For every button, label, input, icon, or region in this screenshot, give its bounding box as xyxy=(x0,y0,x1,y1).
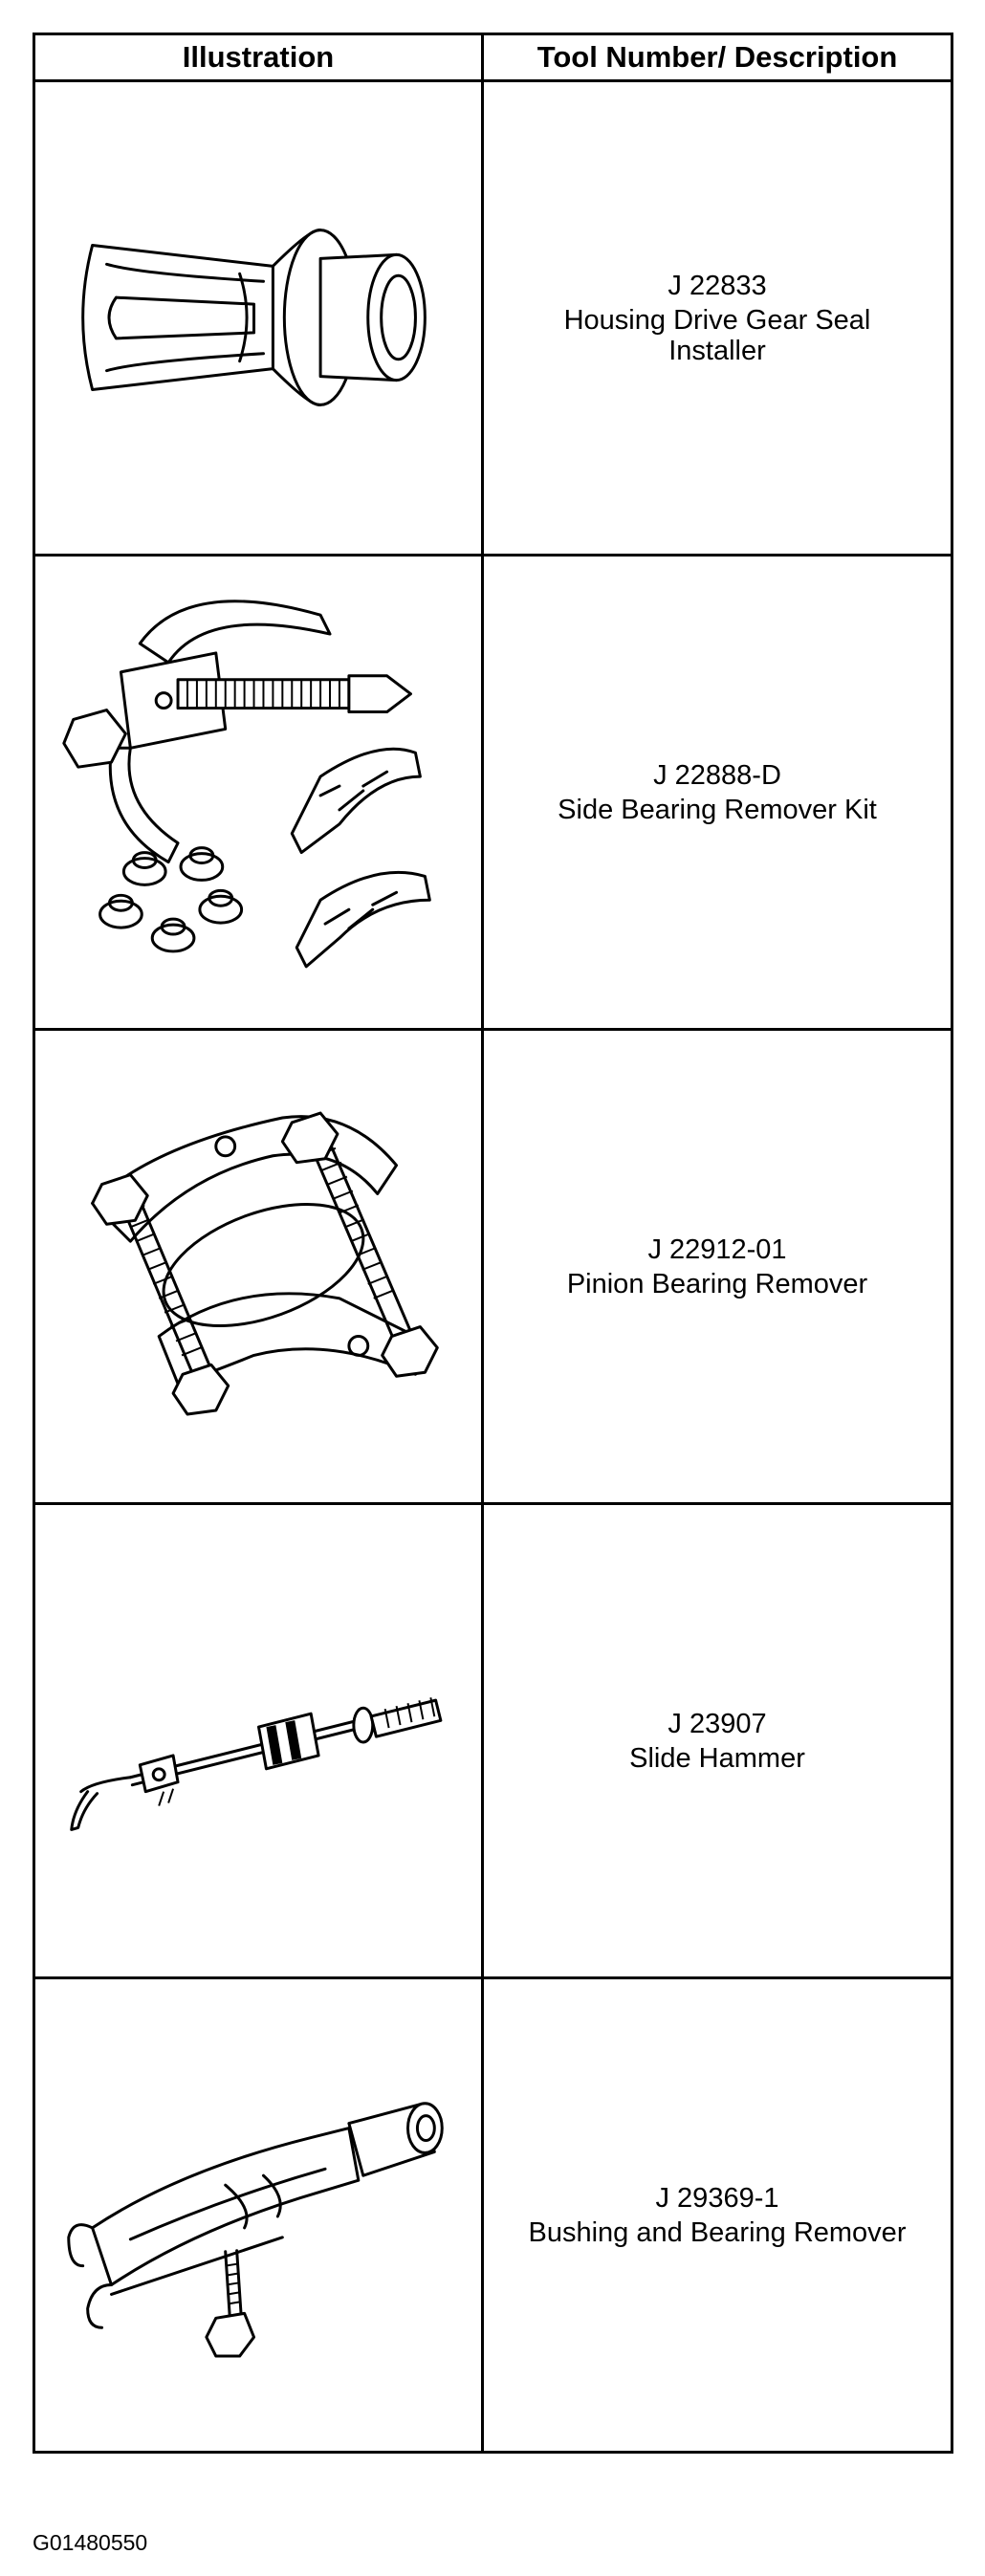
tool-description: Bushing and Bearing Remover xyxy=(528,2216,907,2248)
tool-table: Illustration Tool Number/ Description xyxy=(33,33,953,2454)
description-cell: J 22888-D Side Bearing Remover Kit xyxy=(481,554,953,1031)
tool-description: Slide Hammer xyxy=(629,1742,805,1774)
description-cell: J 29369-1 Bushing and Bearing Remover xyxy=(481,1976,953,2454)
header-tool-number-description: Tool Number/ Description xyxy=(481,33,953,82)
table-row: J 22888-D Side Bearing Remover Kit xyxy=(33,554,953,1031)
header-illustration: Illustration xyxy=(33,33,484,82)
description-cell: J 23907 Slide Hammer xyxy=(481,1502,953,1979)
tool-number: J 22912-01 xyxy=(647,1233,787,1265)
bearing-separator-icon xyxy=(91,1111,439,1416)
tool-number: J 23907 xyxy=(668,1708,767,1739)
illustration-cell xyxy=(33,1976,484,2454)
tool-number: J 22888-D xyxy=(653,759,781,791)
slide-hammer-icon xyxy=(70,1697,443,1831)
bearing-puller-icon xyxy=(62,600,431,969)
tool-number: J 29369-1 xyxy=(655,2182,779,2214)
table-row: J 22833 Housing Drive Gear Seal Installe… xyxy=(33,79,953,557)
illustration-cell xyxy=(33,79,484,557)
tool-description: Pinion Bearing Remover xyxy=(566,1268,868,1299)
table-header-row: Illustration Tool Number/ Description xyxy=(33,33,953,82)
description-cell: J 22833 Housing Drive Gear Seal Installe… xyxy=(481,79,953,557)
table-row: J 22912-01 Pinion Bearing Remover xyxy=(33,1028,953,1505)
tool-description: Housing Drive Gear Seal Installer xyxy=(563,304,871,366)
table-row: J 23907 Slide Hammer xyxy=(33,1502,953,1979)
figure-code: G01480550 xyxy=(33,2530,148,2555)
illustration-cell xyxy=(33,1028,484,1505)
description-cell: J 22912-01 Pinion Bearing Remover xyxy=(481,1028,953,1505)
tool-description: Side Bearing Remover Kit xyxy=(558,794,877,825)
tool-number: J 22833 xyxy=(668,270,767,301)
illustration-cell xyxy=(33,554,484,1031)
seal-installer-icon xyxy=(81,229,427,406)
bushing-remover-icon xyxy=(67,2102,444,2358)
table-row: J 29369-1 Bushing and Bearing Remover xyxy=(33,1976,953,2454)
illustration-cell xyxy=(33,1502,484,1979)
